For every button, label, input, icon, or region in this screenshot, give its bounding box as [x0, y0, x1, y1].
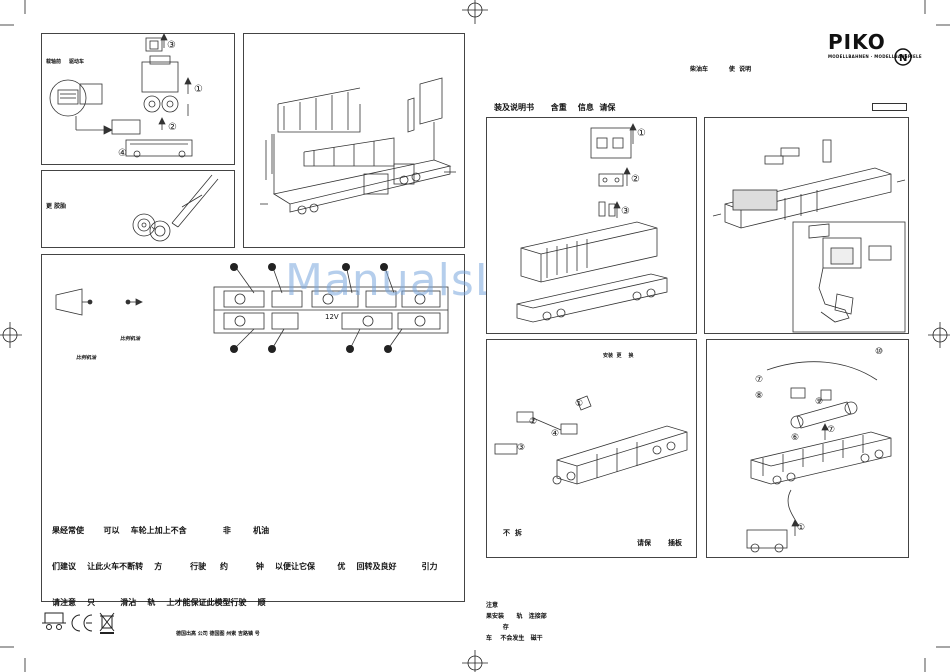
callout-1: ① — [194, 84, 203, 95]
callout-4-install: ④ — [551, 429, 559, 439]
install-line-2: 请保 插板 — [637, 539, 683, 547]
piko-logo: PIKO N MODELLBAHNEN · MODELLBAUSPIELE — [822, 30, 922, 66]
panel-body-exploded — [243, 33, 465, 248]
callout-3-install: ③ — [517, 443, 525, 453]
label-axle: 载轴前 — [46, 59, 62, 65]
brand-tagline: MODELLBAHNEN · MODELLBAUSPIELE — [828, 54, 922, 59]
paragraph-line-2: 们建议 让此火车不断转 方 行驶 约 钟 以便让它保 优 回转及良好 引力 — [52, 562, 438, 571]
callout-1-right: ① — [637, 128, 646, 139]
body-exploded-drawing — [260, 77, 456, 215]
callout-1-install: ① — [575, 399, 583, 409]
paragraph-line-3: 请注意 只 滑沾 轨 上才能保证此模型行驶 顺 — [52, 598, 266, 607]
body-top-drawing — [712, 139, 906, 333]
lubrication-paragraph: 果经常使 可以 车轮上加上不含 非 机油 们建议 让此火车不断转 方 行驶 约 … — [52, 501, 438, 633]
notice-line-3: 车 不会发生 磁干 — [486, 635, 543, 642]
panel-body-top — [704, 117, 909, 334]
install-line-1: 不 拆 — [503, 529, 522, 537]
footer-icons — [42, 612, 115, 634]
svg-text:N: N — [899, 53, 907, 64]
wheel-removal-drawing: ③ ① ② ④ — [49, 34, 203, 159]
panel-install: 安装 更 换 ② ③ ④ ① 不 拆 请保 插板 — [486, 339, 697, 558]
callout-2: ② — [168, 122, 177, 133]
callout-2-right: ② — [631, 174, 640, 185]
panel-motor-exploded: ⑩ ⑦ ⑧ ⑨ ⑥ ⑦ ① — [706, 339, 909, 558]
callout-9: ⑨ — [815, 397, 823, 407]
install-caption: 安装 更 换 — [603, 353, 634, 359]
install-drawing: ② ③ ④ ① — [494, 395, 688, 485]
label-drive: 驱动车 — [69, 59, 85, 65]
notice-title: 注意 — [486, 602, 499, 609]
footer-address: 德国出高 公司 德国图 州索 吉路镇 号 — [176, 631, 260, 637]
label-tire: 更 胶胎 — [46, 203, 67, 210]
callout-10: ⑩ — [875, 347, 883, 357]
lubrication-drawing — [55, 263, 449, 353]
voltage-label: 12V — [324, 313, 340, 321]
callout-2-install: ② — [529, 417, 537, 427]
callout-6: ⑥ — [791, 433, 799, 443]
callout-1-motor: ① — [797, 523, 805, 533]
header-line: 柴油车 使 说明 — [690, 66, 752, 73]
callout-7: ⑦ — [755, 375, 763, 385]
subheader-line: 装及说明书 含重 信息 请保 — [494, 103, 616, 112]
callout-3: ③ — [167, 40, 176, 51]
paragraph-line-1: 果经常使 可以 车轮上加上不含 非 机油 — [52, 526, 270, 535]
callout-7b: ⑦ — [827, 425, 835, 435]
tire-tool-drawing — [132, 174, 219, 242]
panel-wheel-removal: 载轴前 驱动车 ③ ① ② ④ — [41, 33, 235, 165]
age-warning-icon — [44, 612, 64, 624]
version-box — [872, 103, 907, 111]
callout-4: ④ — [118, 148, 127, 159]
motor-exploded-drawing: ⑩ ⑦ ⑧ ⑨ ⑥ ⑦ ① — [746, 347, 892, 553]
notice-line-1: 果安装 轨 连接部 — [486, 613, 547, 620]
n-scale-badge-icon: N — [894, 48, 912, 66]
notice-line-2: 存 — [486, 624, 509, 631]
callout-3-right: ③ — [621, 206, 630, 217]
notice-block: 注意 果安装 轨 连接部 存 车 不会发生 磁干 — [486, 600, 547, 642]
label-oil-left: 比例机油 — [76, 355, 97, 361]
label-oil-right: 比例机油 — [120, 336, 141, 342]
callout-8: ⑧ — [755, 391, 763, 401]
panel-disassembly: ① ② ③ — [486, 117, 697, 334]
panel-tire-replacement: 更 胶胎 — [41, 170, 235, 248]
disassembly-drawing: ① ② ③ — [516, 123, 668, 323]
panel-lubrication: 比例机油 比例机油 12V — [41, 254, 465, 607]
brand-name: PIKO — [828, 30, 886, 54]
